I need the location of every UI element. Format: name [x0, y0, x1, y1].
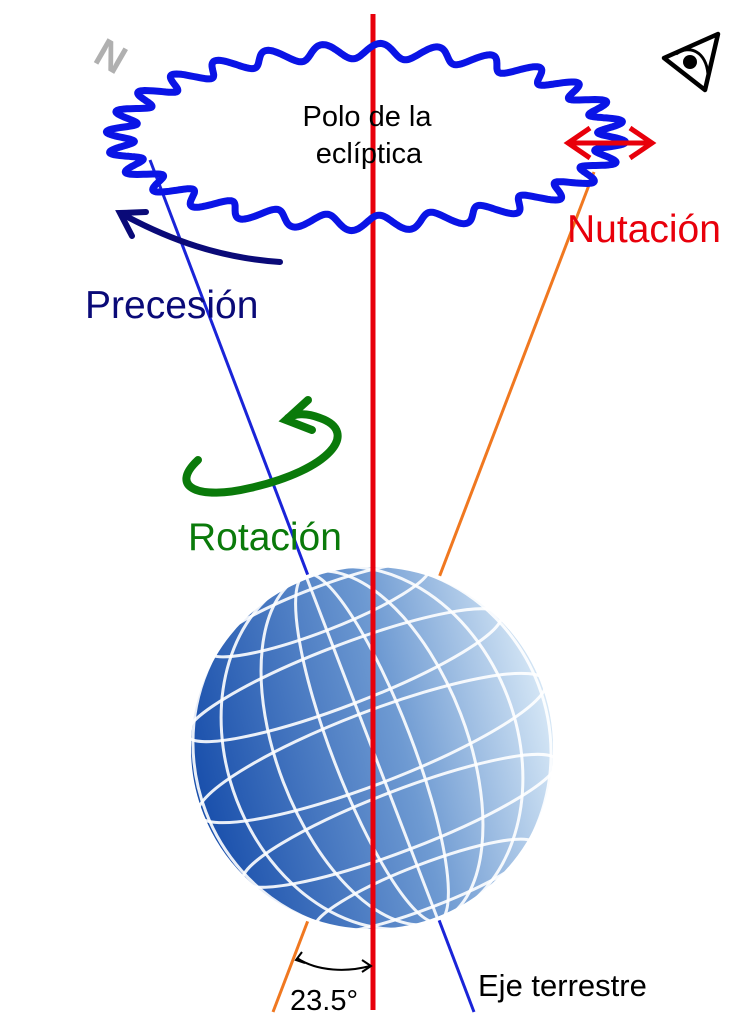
precession-label: Precesión — [85, 284, 258, 327]
ecliptic-pole-label-line1: Polo de la — [303, 101, 433, 133]
eye-icon — [661, 31, 721, 93]
north-label: N — [87, 30, 134, 83]
precession-ring — [102, 39, 630, 235]
rotation-arrow-icon — [182, 396, 342, 497]
ecliptic-pole-label-line2: eclíptica — [316, 138, 423, 170]
nutation-double-arrow-icon — [563, 125, 657, 161]
earth-axis-label: Eje terrestre — [478, 968, 647, 1003]
tilt-angle-label: 23.5° — [290, 985, 358, 1017]
nutation-label: Nutación — [567, 208, 721, 251]
precession-arrow-icon — [115, 209, 283, 265]
rotation-label: Rotación — [188, 516, 342, 559]
tilt-angle-arc — [294, 951, 373, 973]
